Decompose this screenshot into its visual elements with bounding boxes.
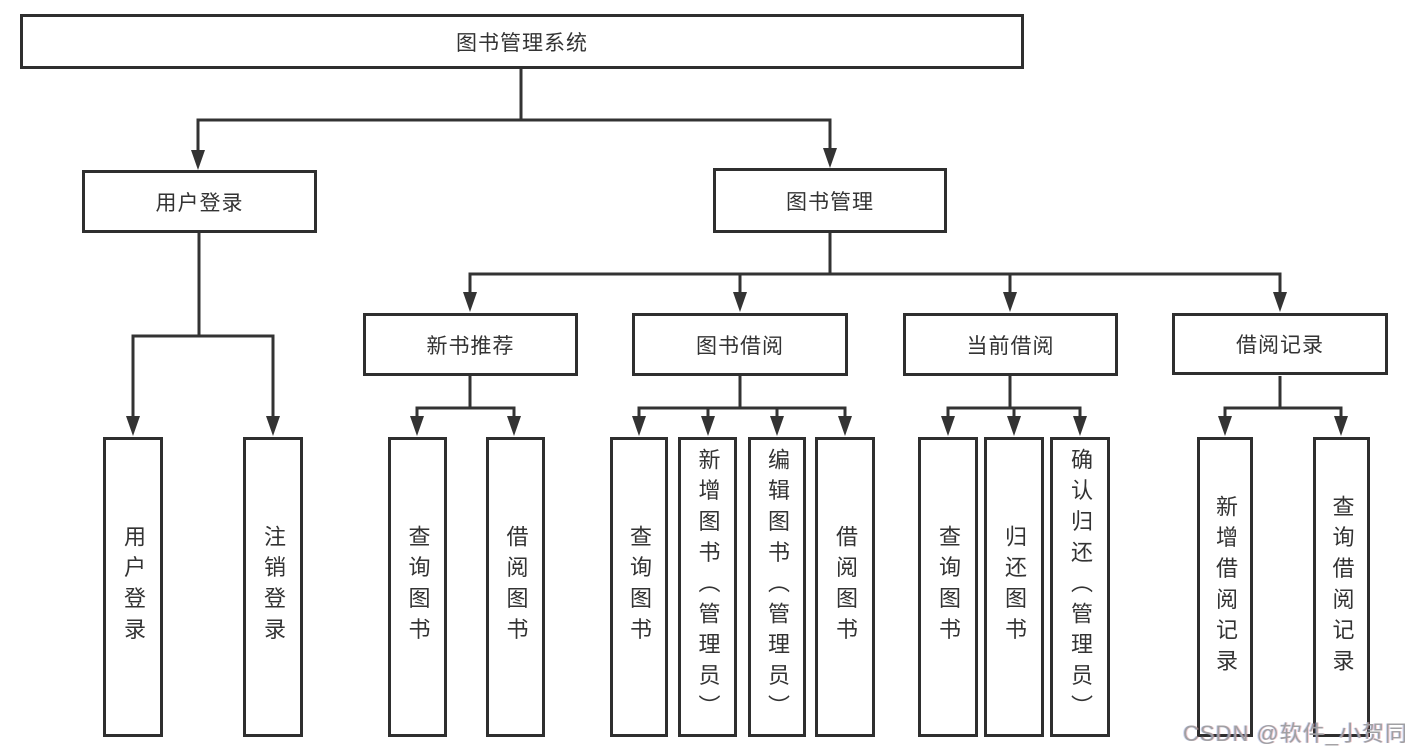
leaf-user-login: 用户登录 <box>103 437 163 737</box>
node-new-book-recommend: 新书推荐 <box>363 313 578 376</box>
connector-bookborrow-to-leaves <box>632 376 852 436</box>
leaf-return-book: 归还图书 <box>984 437 1044 737</box>
node-book-borrow: 图书借阅 <box>632 313 848 376</box>
node-user-login: 用户登录 <box>82 170 317 233</box>
node-book-management-label: 图书管理 <box>786 190 874 214</box>
node-root: 图书管理系统 <box>20 14 1024 69</box>
node-borrow-records: 借阅记录 <box>1172 313 1388 375</box>
connector-root-to-level2 <box>191 69 837 170</box>
node-current-borrow-label: 当前借阅 <box>966 334 1055 358</box>
leaf-confirm-return-admin: 确认归还（管理员） <box>1050 437 1110 737</box>
connector-currentborrow-to-leaves <box>941 376 1087 436</box>
leaf-query-borrow-record-label: 查询借阅记录 <box>1329 494 1355 680</box>
leaf-borrow-books-recommend: 借阅图书 <box>486 437 545 737</box>
leaf-borrow-books: 借阅图书 <box>815 437 875 737</box>
leaf-add-book-admin: 新增图书（管理员） <box>678 437 737 737</box>
leaf-user-login-label: 用户登录 <box>121 525 146 649</box>
node-new-book-recommend-label: 新书推荐 <box>426 334 515 358</box>
node-book-borrow-label: 图书借阅 <box>696 334 784 358</box>
leaf-query-books-borrow-label: 查询图书 <box>627 525 652 649</box>
connector-userlogin-to-leaves <box>126 233 280 436</box>
leaf-borrow-books-label: 借阅图书 <box>833 525 858 649</box>
leaf-add-borrow-record-label: 新增借阅记录 <box>1213 494 1238 680</box>
node-user-login-label: 用户登录 <box>155 191 244 215</box>
node-root-label: 图书管理系统 <box>456 31 588 55</box>
leaf-query-borrow-record: 查询借阅记录 <box>1313 437 1370 737</box>
leaf-logout: 注销登录 <box>243 437 303 737</box>
connector-bookmgmt-to-level3 <box>463 233 1287 312</box>
node-book-management: 图书管理 <box>713 168 947 233</box>
leaf-logout-label: 注销登录 <box>261 525 286 649</box>
leaf-add-borrow-record: 新增借阅记录 <box>1197 437 1253 737</box>
leaf-query-books-recommend-label: 查询图书 <box>405 525 431 649</box>
leaf-add-book-admin-label: 新增图书（管理员） <box>695 448 721 726</box>
leaf-query-books-current: 查询图书 <box>918 437 978 737</box>
leaf-borrow-books-recommend-label: 借阅图书 <box>503 525 529 649</box>
leaf-edit-book-admin: 编辑图书（管理员） <box>748 437 806 737</box>
node-borrow-records-label: 借阅记录 <box>1236 334 1324 357</box>
node-current-borrow: 当前借阅 <box>903 313 1118 376</box>
leaf-confirm-return-admin-label: 确认归还（管理员） <box>1068 448 1093 726</box>
connector-borrowrecords-to-leaves <box>1218 376 1348 436</box>
leaf-return-book-label: 归还图书 <box>1002 525 1027 649</box>
watermark: CSDN @软件_小贺同学 <box>1183 721 1405 746</box>
connector-newbookrec-to-leaves <box>410 376 521 436</box>
leaf-edit-book-admin-label: 编辑图书（管理员） <box>765 448 790 726</box>
leaf-query-books-borrow: 查询图书 <box>610 437 668 737</box>
leaf-query-books-recommend: 查询图书 <box>388 437 447 737</box>
leaf-query-books-current-label: 查询图书 <box>936 525 961 649</box>
